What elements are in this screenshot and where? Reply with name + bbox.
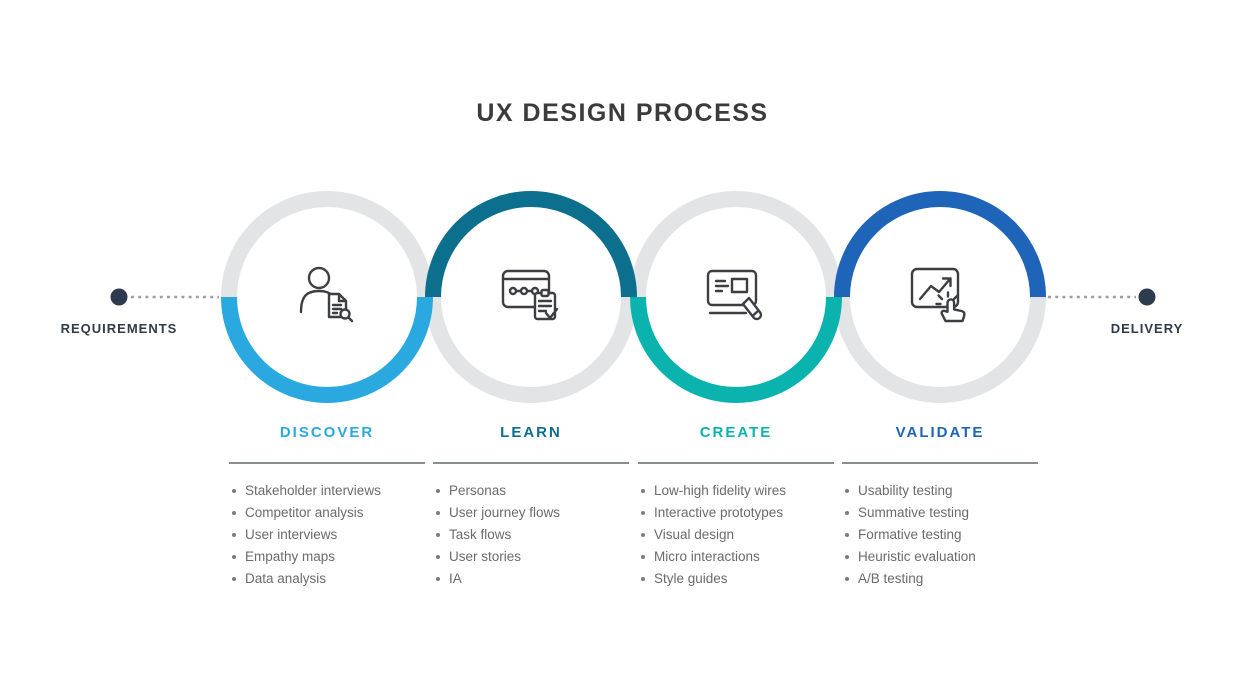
page-title: UX DESIGN PROCESS <box>476 99 769 127</box>
bullet-icon <box>845 576 849 581</box>
bullet-icon <box>641 510 645 515</box>
list-item: Personas <box>433 483 629 505</box>
discover-ring-accent-half <box>221 296 433 403</box>
list-item: Data analysis <box>229 571 425 593</box>
stage-label: LEARN <box>500 424 562 441</box>
stage-column-discover: DISCOVER Stakeholder interviews Competit… <box>229 424 425 593</box>
bullet-icon <box>232 554 236 559</box>
bullet-icon <box>436 554 440 559</box>
list-item: User stories <box>433 549 629 571</box>
delivery-node-dot <box>1138 288 1156 306</box>
bullet-icon <box>641 576 645 581</box>
requirements-label: REQUIREMENTS <box>60 321 178 336</box>
stage-item-list: Low-high fidelity wires Interactive prot… <box>638 483 834 593</box>
list-item: User journey flows <box>433 505 629 527</box>
stage-item-list: Usability testing Summative testing Form… <box>842 483 1038 593</box>
list-item: Visual design <box>638 527 834 549</box>
list-item: A/B testing <box>842 571 1038 593</box>
bullet-icon <box>232 488 236 493</box>
list-item: Low-high fidelity wires <box>638 483 834 505</box>
bullet-icon <box>641 554 645 559</box>
chart-click-icon <box>910 267 966 323</box>
list-item: IA <box>433 571 629 593</box>
list-item: Competitor analysis <box>229 505 425 527</box>
bullet-icon <box>232 576 236 581</box>
learn-ring-gray-half <box>425 296 637 403</box>
validate-ring-gray-half <box>834 296 1046 403</box>
list-item: Task flows <box>433 527 629 549</box>
create-ring-accent-half <box>630 296 842 403</box>
stage-column-create: CREATE Low-high fidelity wires Interacti… <box>638 424 834 593</box>
stage-label: CREATE <box>699 424 773 441</box>
list-item: Stakeholder interviews <box>229 483 425 505</box>
stage-label: DISCOVER <box>279 424 375 441</box>
bullet-icon <box>641 532 645 537</box>
bullet-icon <box>436 488 440 493</box>
user-research-icon <box>299 266 354 323</box>
stage-label: VALIDATE <box>895 424 985 441</box>
list-item: Heuristic evaluation <box>842 549 1038 571</box>
list-item: Formative testing <box>842 527 1038 549</box>
bullet-icon <box>232 510 236 515</box>
list-item: Style guides <box>638 571 834 593</box>
bullet-icon <box>232 532 236 537</box>
bullet-icon <box>845 488 849 493</box>
learn-ring-accent-half <box>425 191 637 298</box>
create-ring-gray-half <box>630 191 842 298</box>
wireframe-pencil-icon <box>706 269 763 321</box>
validate-ring-accent-half <box>834 191 1046 298</box>
stage-column-validate: VALIDATE Usability testing Summative tes… <box>842 424 1038 593</box>
list-item: Usability testing <box>842 483 1038 505</box>
list-item: Micro interactions <box>638 549 834 571</box>
bullet-icon <box>436 510 440 515</box>
list-item: Summative testing <box>842 505 1038 527</box>
bullet-icon <box>845 510 849 515</box>
list-item: Interactive prototypes <box>638 505 834 527</box>
stage-divider <box>229 462 425 464</box>
requirements-node-dot <box>110 288 128 306</box>
bullet-icon <box>845 554 849 559</box>
stage-item-list: Personas User journey flows Task flows U… <box>433 483 629 593</box>
list-item: Empathy maps <box>229 549 425 571</box>
list-item: User interviews <box>229 527 425 549</box>
bullet-icon <box>845 532 849 537</box>
stage-divider <box>433 462 629 464</box>
journey-clipboard-icon <box>501 269 559 321</box>
stage-divider <box>842 462 1038 464</box>
stage-divider <box>638 462 834 464</box>
stage-item-list: Stakeholder interviews Competitor analys… <box>229 483 425 593</box>
delivery-label: DELIVERY <box>1110 321 1184 336</box>
bullet-icon <box>436 532 440 537</box>
bullet-icon <box>436 576 440 581</box>
discover-ring-gray-half <box>221 191 433 298</box>
stage-column-learn: LEARN Personas User journey flows Task f… <box>433 424 629 593</box>
bullet-icon <box>641 488 645 493</box>
